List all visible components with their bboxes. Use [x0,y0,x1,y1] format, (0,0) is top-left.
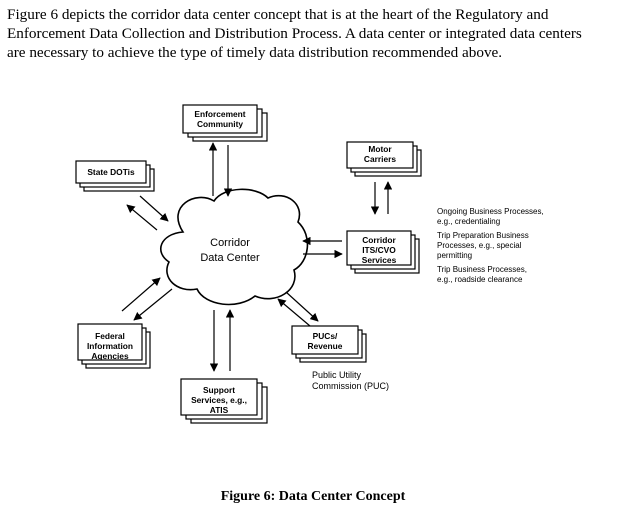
enforcement-label-line1: Enforcement [194,109,245,119]
pucs-label-line1: PUCs/ [313,331,338,341]
corridor-data-center-cloud: Corridor Data Center [159,188,309,306]
corridor-its-node: Corridor ITS/CVO Services [346,230,420,274]
support-label-line2: Services, e.g., [191,395,247,405]
trip-prep-line3: permitting [437,251,472,260]
ongoing-line2: e.g., credentialing [437,217,500,226]
enforcement-label-line2: Community [197,119,243,129]
intro-line: are necessary to achieve the type of tim… [7,44,503,61]
center-label-line2: Data Center [200,252,260,264]
federal-agencies-node: Federal Information Agencies [77,323,151,369]
state-dots-node: State DOTis [75,160,155,192]
corridor-its-label-line3: Services [362,255,397,265]
pucs-label-line2: Revenue [308,341,343,351]
corridor-its-label-line1: Corridor [362,235,396,245]
arrow-center-to-federal [133,288,173,321]
intro-line: Figure 6 depicts the corridor data cente… [7,6,549,23]
motor-carriers-label-line2: Carriers [364,154,396,164]
motor-carriers-label-line1: Motor [368,144,392,154]
support-label-line3: ATIS [210,405,229,415]
arrow-pucs-to-center [277,298,311,327]
trip-line1: Trip Business Processes, [437,265,527,274]
trip-prep-line2: Processes, e.g., special [437,241,522,250]
motor-carriers-node: Motor Carriers [346,141,422,177]
support-services-node: Support Services, e.g., ATIS [180,378,268,424]
ongoing-line1: Ongoing Business Processes, [437,207,544,216]
puc-note-line1: Public Utility [312,370,362,380]
corridor-its-label-line2: ITS/CVO [362,245,396,255]
business-process-notes: Ongoing Business Processes, e.g., creden… [437,207,544,284]
state-dots-label: State DOTis [87,167,135,177]
pucs-revenue-node: PUCs/ Revenue [291,325,367,363]
federal-label-line1: Federal [95,331,125,341]
intro-paragraph: Figure 6 depicts the corridor data cente… [7,5,619,62]
support-label-line1: Support [203,385,235,395]
trip-prep-line1: Trip Preparation Business [437,231,529,240]
trip-line2: e.g., roadside clearance [437,275,523,284]
center-label-line1: Corridor [210,237,250,249]
federal-label-line2: Information [87,341,133,351]
intro-line: Enforcement Data Collection and Distribu… [7,25,582,42]
arrow-to-state-dots [126,204,158,231]
figure-caption: Figure 6: Data Center Concept [220,489,406,504]
arrow-federal-to-center [121,277,161,312]
arrow-center-to-pucs [285,291,319,322]
federal-label-line3: Agencies [91,351,129,361]
arrow-from-state-dots [139,195,169,222]
connector-arrows [121,142,393,372]
enforcement-community-node: Enforcement Community [182,104,268,142]
puc-note-line2: Commission (PUC) [312,381,389,391]
